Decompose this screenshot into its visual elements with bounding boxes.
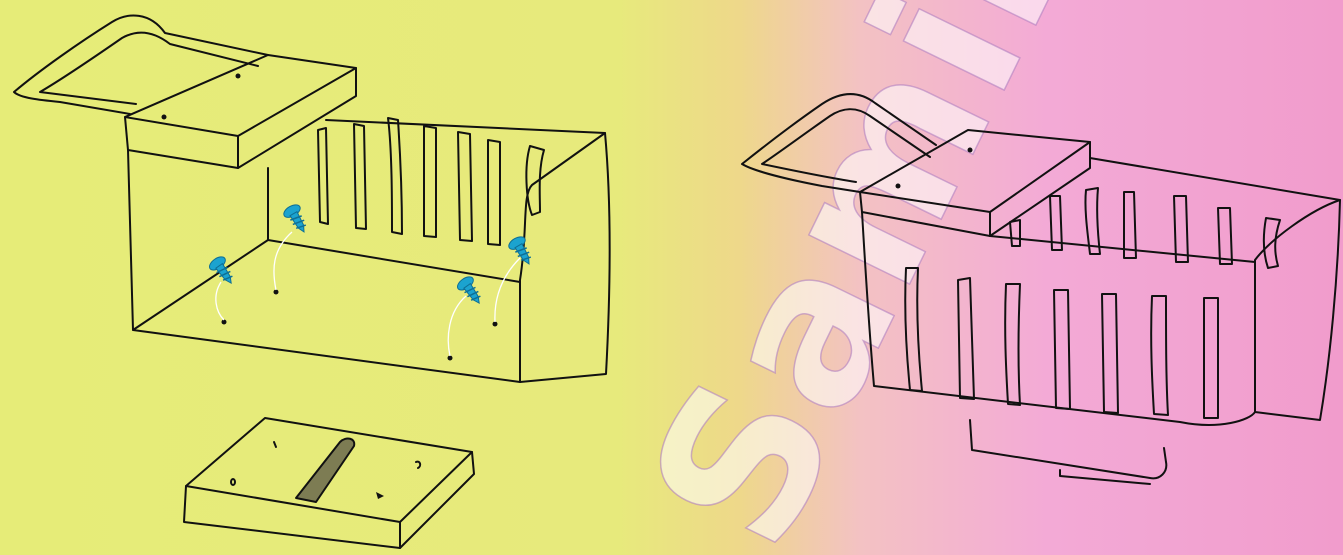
screw-hole [274, 290, 279, 295]
screw-hole [896, 184, 901, 189]
screw-hole [448, 356, 453, 361]
screw-hole [222, 320, 227, 325]
screw-hole [236, 74, 241, 79]
screw-hole [493, 322, 498, 327]
screw-hole [968, 148, 973, 153]
screw-hole [162, 115, 167, 120]
